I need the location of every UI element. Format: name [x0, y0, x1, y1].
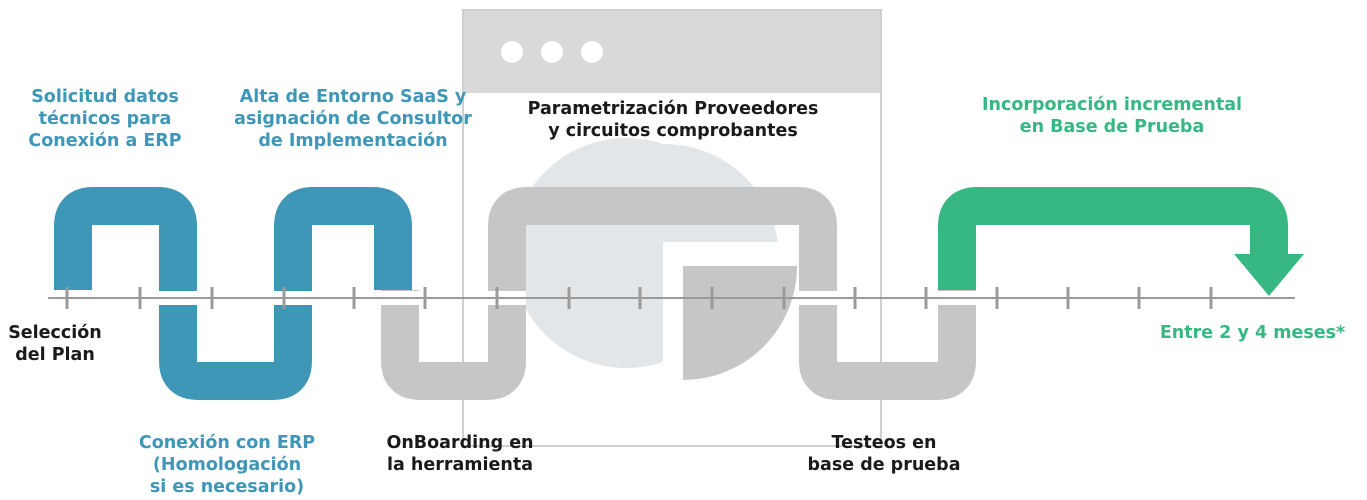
step-alta-hump [274, 187, 412, 290]
step-onboarding-valley [381, 290, 526, 400]
step-onboarding-label: OnBoarding en la herramienta [386, 433, 534, 475]
axis-tick [65, 287, 69, 309]
step-testeos-label: Testeos en base de prueba [807, 433, 961, 475]
step-testeos-valley [799, 290, 976, 400]
axis-tick [138, 287, 142, 309]
axis-tick [924, 287, 928, 309]
window-dot-icon [541, 41, 563, 63]
step-parametrizacion-label: Parametrización Proveedores y circuitos … [527, 99, 819, 141]
axis-tick [782, 287, 786, 309]
axis-tick [638, 287, 642, 309]
duration-label: Entre 2 y 4 meses* [1159, 323, 1346, 343]
step-alta-label: Alta de Entorno SaaS y asignación de Con… [234, 87, 472, 151]
axis-tick [423, 287, 427, 309]
axis-tick [567, 287, 571, 309]
axis-tick [710, 287, 714, 309]
axis-tick [495, 287, 499, 309]
axis-tick [995, 287, 999, 309]
axis-tick [1209, 287, 1213, 309]
axis-tick [352, 287, 356, 309]
down-arrow-icon [1234, 254, 1304, 296]
step-solicitud-label: Solicitud datos técnicos para Conexión a… [28, 87, 182, 151]
step-seleccion-label: Selección del Plan [8, 323, 102, 365]
axis-tick [210, 287, 214, 309]
axis-tick [1066, 287, 1070, 309]
axis-tick [282, 287, 286, 309]
step-parametrizacion-hump [488, 187, 837, 290]
window-title-bar [464, 11, 880, 93]
step-incorporacion-label: Incorporación incremental en Base de Pru… [982, 95, 1242, 137]
step-solicitud-hump [54, 187, 197, 290]
step-incorporacion-arrow [938, 187, 1288, 290]
axis-tick [1137, 287, 1141, 309]
window-dot-icon [581, 41, 603, 63]
window-dot-icon [501, 41, 523, 63]
axis-tick [853, 287, 857, 309]
step-conexion-label: Conexión con ERP (Homologación si es nec… [138, 433, 316, 497]
step-conexion-valley [159, 290, 312, 400]
